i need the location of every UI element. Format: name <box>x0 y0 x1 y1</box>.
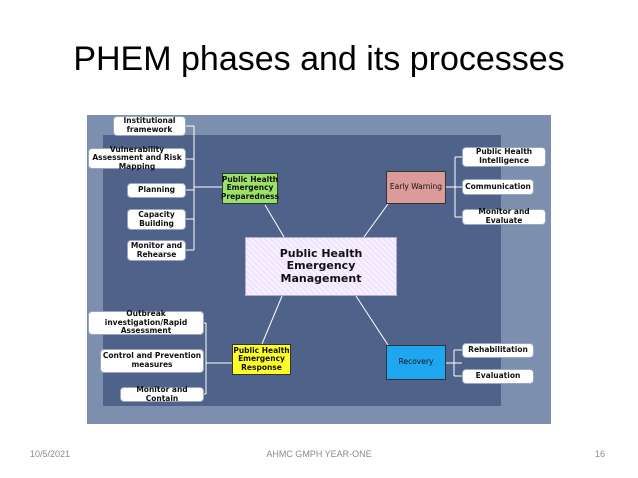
public-health-intelligence-node: Public Health Intelligence <box>462 147 546 167</box>
institutional-framework-node: Institutional framework <box>113 116 186 136</box>
monitor-evaluate-node: Monitor and Evaluate <box>462 208 546 225</box>
preparedness-phase: Public Health Emergency Preparedness <box>221 173 279 204</box>
communication-node: Communication <box>462 179 534 195</box>
monitor-contain-node: Monitor and Contain <box>120 385 204 402</box>
recovery-phase: Recovery <box>386 345 446 380</box>
rehabilitation-node: Rehabilitation <box>462 343 534 358</box>
monitor-rehearse-node: Monitor and Rehearse <box>127 240 186 261</box>
planning-node: Planning <box>127 183 186 198</box>
footer-date: 10/5/2021 <box>30 449 71 459</box>
capacity-building-node: Capacity Building <box>127 209 186 230</box>
center-node: Public Health Emergency Management <box>245 237 397 296</box>
evaluation-node: Evaluation <box>462 369 534 384</box>
response-phase: Public Health Emergency Response <box>232 344 291 375</box>
footer-page-number: 16 <box>594 449 605 459</box>
outbreak-investigation-node: Outbreak investigation/Rapid Assessment <box>88 309 204 335</box>
vulnerability-assessment-node: Vulnerability Assessment and Risk Mappin… <box>88 145 186 171</box>
slide-title: PHEM phases and its processes <box>73 40 565 78</box>
control-prevention-node: Control and Prevention measures <box>100 349 204 373</box>
early-warning-phase: Early Warning <box>386 171 446 204</box>
footer-center-text: AHMC GMPH YEAR-ONE <box>266 449 372 459</box>
